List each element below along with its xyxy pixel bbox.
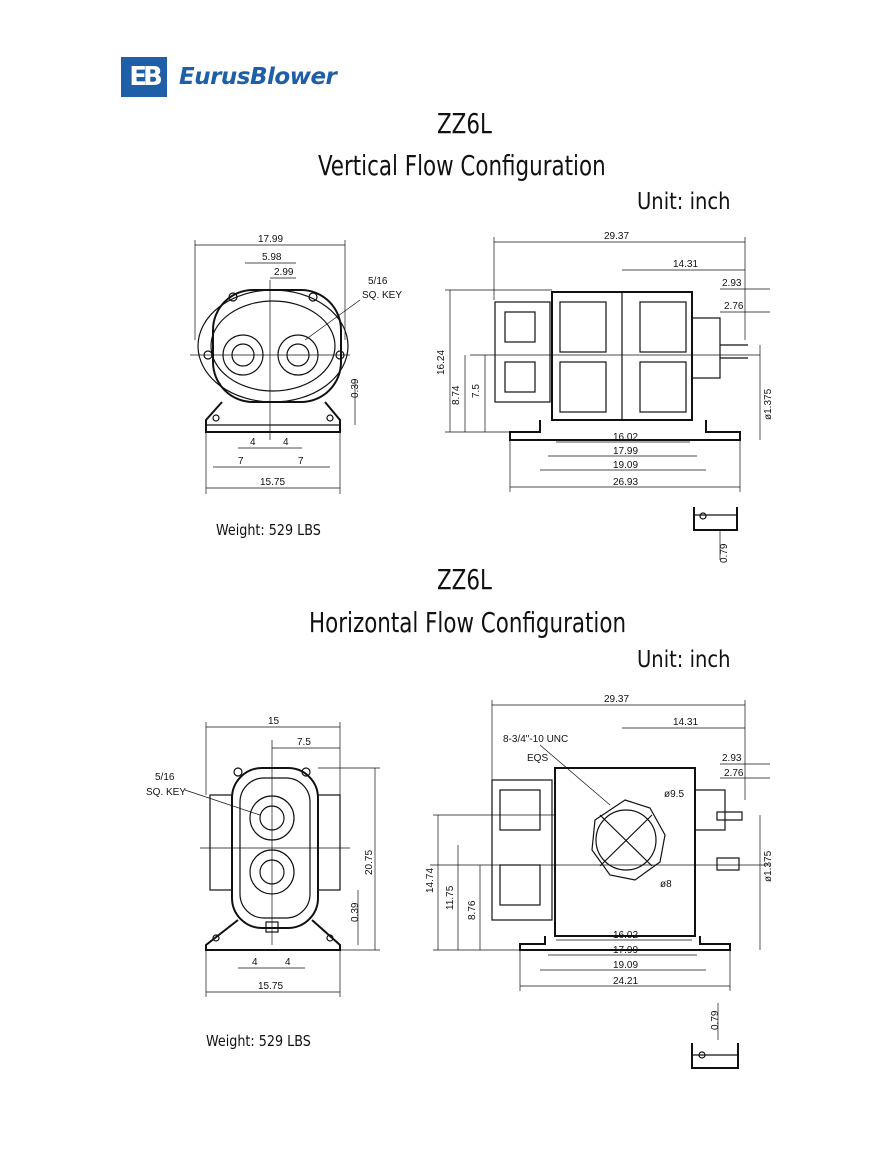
dim-l1: 14.31 xyxy=(673,259,698,270)
dim-overall-length-h: 29.37 xyxy=(604,694,629,705)
dim-b1-h: 16.02 xyxy=(613,930,638,941)
dim-overall-length: 29.37 xyxy=(604,231,629,242)
dim-l2-h: 2.93 xyxy=(722,753,742,764)
dim-overall-width-h: 15 xyxy=(268,716,280,727)
dim-h3-h: 8.76 xyxy=(467,900,478,920)
dim-b3: 19.09 xyxy=(613,460,638,471)
dim-l3-h: 2.76 xyxy=(724,768,744,779)
dim-shaft-h: ø1.375 xyxy=(763,850,774,882)
dim-b1: 16.02 xyxy=(613,432,638,443)
dim-h-total-h: 14.74 xyxy=(425,868,436,893)
dim-key: 5/16 xyxy=(368,276,388,287)
dim-h1-h: 0.39 xyxy=(350,902,361,922)
front-view-vertical: 17.99 5.98 2.99 5/16 SQ. KEY 0.39 4 4 7 … xyxy=(190,234,402,494)
weight-label-horizontal: Weight: 529 LBS xyxy=(206,1032,311,1050)
dim-f1-h: 4 xyxy=(252,957,258,968)
dim-h1: 0.39 xyxy=(350,378,361,398)
dim-height-h: 20.75 xyxy=(364,850,375,875)
dim-base-h: 15.75 xyxy=(258,981,283,992)
thread-label-2: EQS xyxy=(527,753,548,764)
dim-d2: ø8 xyxy=(660,879,672,890)
dim-h3: 7.5 xyxy=(471,384,482,398)
dim-h2: 8.74 xyxy=(451,385,462,405)
logo-mark: EB xyxy=(121,57,167,97)
dim-f2-h: 4 xyxy=(285,957,291,968)
dim-b3-h: 19.09 xyxy=(613,960,638,971)
config-title-vertical: Vertical Flow Configuration xyxy=(318,149,606,182)
dim-b4-h: 24.21 xyxy=(613,976,638,987)
side-view-horizontal: 29.37 14.31 2.93 2.76 8-3/4"-10 UNC EQS … xyxy=(425,694,774,1069)
dim-l2: 2.93 xyxy=(722,278,742,289)
dim-w1-h: 7.5 xyxy=(297,737,311,748)
dim-l1-h: 14.31 xyxy=(673,717,698,728)
dim-foot-h: 0.79 xyxy=(710,1010,721,1030)
thread-label: 8-3/4"-10 UNC xyxy=(503,734,568,745)
dim-key-label: SQ. KEY xyxy=(362,290,402,301)
dim-b2: 17.99 xyxy=(613,446,638,457)
dim-l3: 2.76 xyxy=(724,301,744,312)
dim-f2: 4 xyxy=(283,437,289,448)
dim-h-total: 16.24 xyxy=(436,350,447,375)
weight-label-vertical: Weight: 529 LBS xyxy=(216,521,321,539)
dim-b4: 26.93 xyxy=(613,477,638,488)
dim-d1: ø9.5 xyxy=(664,789,684,800)
brand-logo: EB EurusBlower xyxy=(121,57,337,97)
dim-w1: 5.98 xyxy=(262,252,282,263)
config-title-horizontal: Horizontal Flow Configuration xyxy=(309,606,627,639)
dim-h2-h: 11.75 xyxy=(445,885,456,910)
dim-f3: 7 xyxy=(238,456,244,467)
dim-key-h: 5/16 xyxy=(155,772,175,783)
dim-key-label-h: SQ. KEY xyxy=(146,787,186,798)
unit-label-vertical: Unit: inch xyxy=(637,189,731,215)
unit-label-horizontal: Unit: inch xyxy=(637,647,731,673)
dim-w2: 2.99 xyxy=(274,267,294,278)
dim-base: 15.75 xyxy=(260,477,285,488)
front-view-horizontal: 15 7.5 5/16 SQ. KEY 20.75 0.39 4 4 15.75 xyxy=(146,716,380,997)
dim-foot: 0.79 xyxy=(719,543,730,563)
dim-f4: 7 xyxy=(298,456,304,467)
model-title-horizontal: ZZ6L xyxy=(437,563,492,596)
dim-shaft: ø1.375 xyxy=(763,388,774,420)
brand-name: EurusBlower xyxy=(179,64,337,90)
dim-b2-h: 17.99 xyxy=(613,945,638,956)
side-view-vertical: 29.37 14.31 2.93 2.76 16.24 8.74 7.5 ø1.… xyxy=(436,231,774,563)
dim-f1: 4 xyxy=(250,437,256,448)
model-title-vertical: ZZ6L xyxy=(437,107,492,140)
dim-overall-width: 17.99 xyxy=(258,234,283,245)
